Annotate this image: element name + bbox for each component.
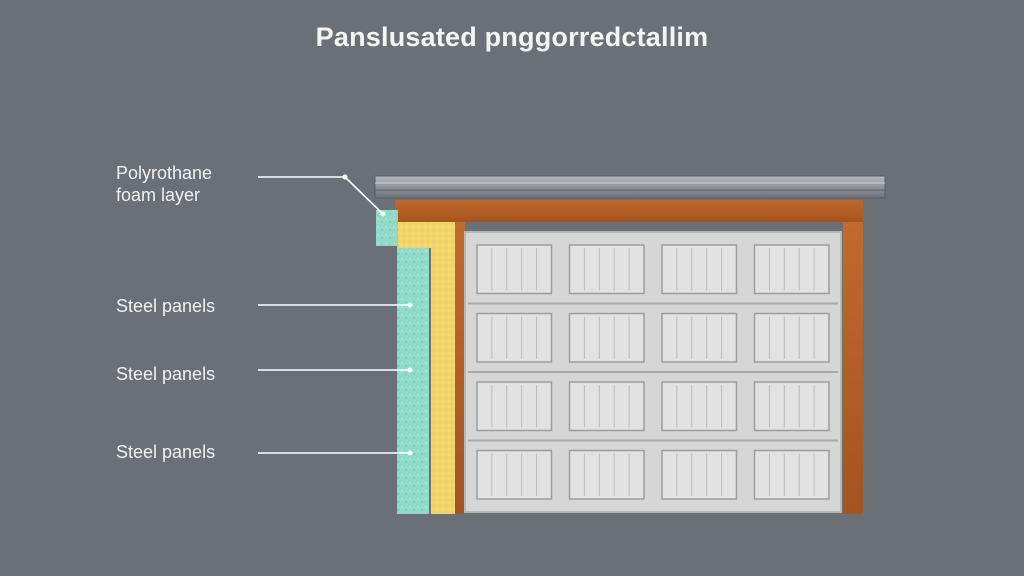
- leader-foam: [258, 176, 384, 215]
- door-panel: [476, 244, 553, 295]
- frame-left-post: [455, 222, 465, 514]
- door-panel: [753, 312, 830, 363]
- door-panel: [753, 449, 830, 500]
- label-steel-panels-3: Steel panels: [116, 442, 216, 462]
- door-panel: [661, 244, 738, 295]
- leader-dots: [342, 174, 413, 456]
- door-panel: [476, 312, 553, 363]
- door-panels: [468, 244, 838, 500]
- label-foam-line1: Polyrothane: [116, 163, 213, 183]
- door-panel: [753, 244, 830, 295]
- foam-layer: [376, 210, 429, 514]
- label-foam-line2: foam layer: [116, 185, 201, 205]
- door-panel: [661, 312, 738, 363]
- door-panel: [568, 244, 645, 295]
- door-panel: [568, 449, 645, 500]
- diagram-title: Panslusated pnggorredctallim: [315, 22, 709, 52]
- door-panel: [661, 381, 738, 432]
- insulation-layer: [398, 222, 455, 514]
- door-panel: [568, 312, 645, 363]
- frame-right-post: [843, 222, 863, 514]
- label-foam-layer: Polyrothane foam layer: [116, 162, 212, 206]
- header-rail: [374, 175, 886, 199]
- door-panel: [661, 449, 738, 500]
- frame-top-beam: [395, 200, 863, 222]
- door-panel: [753, 381, 830, 432]
- door-panel: [476, 449, 553, 500]
- label-steel-panels-1: Steel panels: [116, 296, 216, 316]
- door-panel: [568, 381, 645, 432]
- door-panel: [476, 381, 553, 432]
- label-steel-panels-2: Steel panels: [116, 364, 216, 384]
